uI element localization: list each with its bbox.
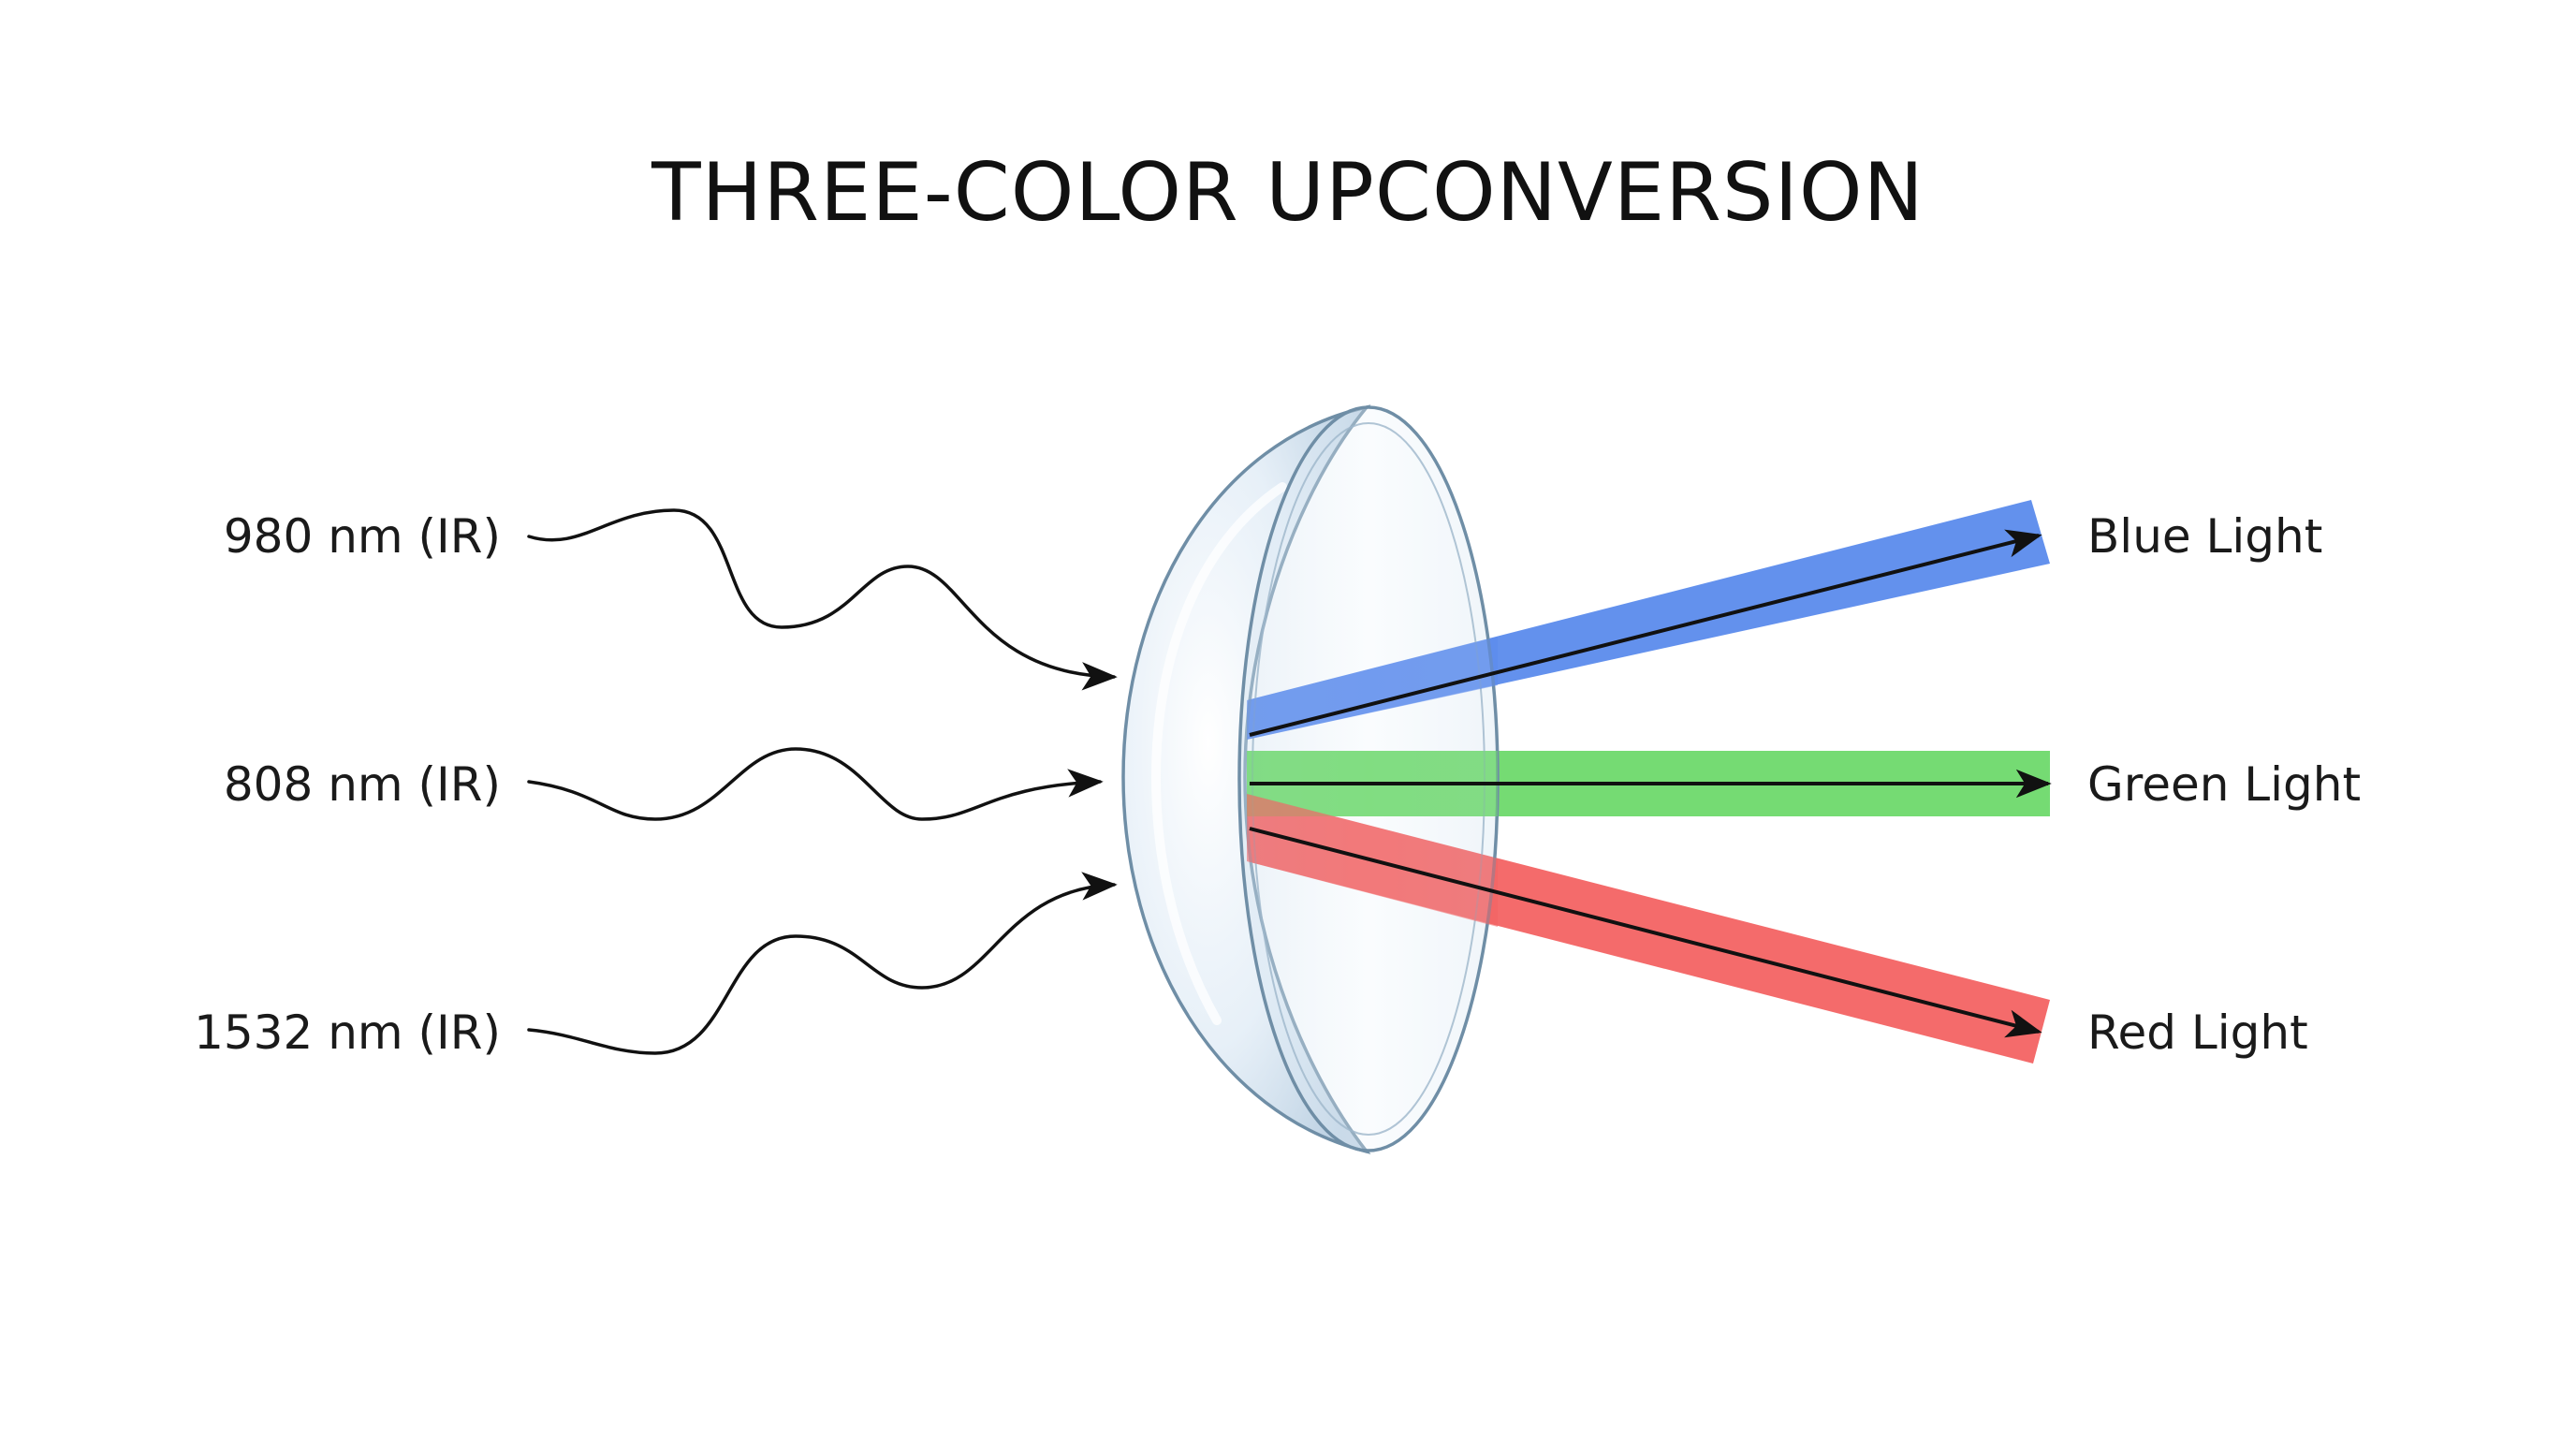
wave-arrow-980	[527, 508, 1118, 691]
output-label-red: Red Light	[2087, 1005, 2308, 1060]
lens-highlight	[1150, 482, 1287, 1025]
output-rays	[1249, 529, 2052, 1038]
output-label-green: Green Light	[2087, 757, 2361, 812]
output-label-blue: Blue Light	[2087, 509, 2322, 564]
input-label-980: 980 nm (IR)	[224, 509, 501, 564]
input-label-808: 808 nm (IR)	[224, 757, 501, 812]
diagram-title: THREE-COLOR UPCONVERSION	[651, 146, 1925, 240]
red-ray-arrow	[1249, 827, 2042, 1038]
input-label-1532: 1532 nm (IR)	[194, 1005, 501, 1060]
wave-arrow-808	[527, 747, 1104, 821]
wave-arrow-1532	[527, 872, 1118, 1055]
blue-ray-arrow	[1249, 529, 2042, 737]
input-labels: 980 nm (IR) 808 nm (IR) 1532 nm (IR)	[194, 509, 501, 1060]
output-labels: Blue Light Green Light Red Light	[2087, 509, 2361, 1060]
ir-input-waves	[527, 508, 1118, 1055]
blue-light-beam-overlay	[1247, 637, 1498, 740]
